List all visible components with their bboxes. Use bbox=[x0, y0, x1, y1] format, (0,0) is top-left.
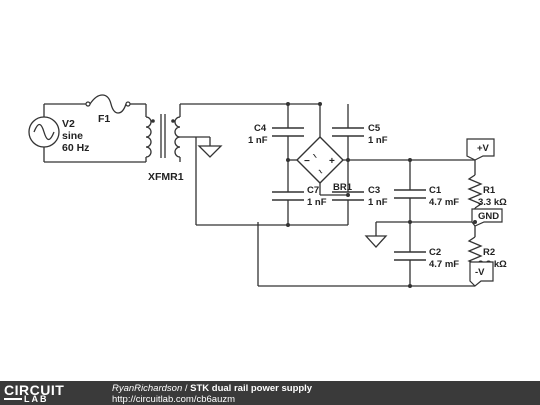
c4-value-label: 1 nF bbox=[248, 135, 268, 146]
c5-ref-label: C5 bbox=[368, 123, 381, 134]
c1-value-label: 4.7 mF bbox=[429, 197, 459, 208]
xfmr1-transformer[interactable] bbox=[145, 104, 181, 162]
ground-symbol bbox=[197, 145, 223, 158]
circuit-url-link[interactable]: http://circuitlab.com/cb6auzm bbox=[112, 394, 236, 405]
v2-ref-label: V2 bbox=[62, 118, 75, 130]
junction-dots bbox=[286, 102, 477, 288]
port-vminus-label: -V bbox=[475, 267, 485, 278]
footer-bar: CIRCUIT LAB RyanRichardson / STK dual ra… bbox=[0, 381, 540, 405]
ground-symbol bbox=[364, 235, 388, 248]
c7-value-label: 1 nF bbox=[307, 197, 327, 208]
v2-type-label: sine bbox=[62, 130, 83, 142]
logo-wire-mark bbox=[4, 398, 22, 400]
c4-capacitor[interactable] bbox=[272, 127, 304, 137]
c2-value-label: 4.7 mF bbox=[429, 259, 459, 270]
r2-ref-label: R2 bbox=[483, 247, 495, 258]
c3-ref-label: C3 bbox=[368, 185, 380, 196]
f1-fuse[interactable] bbox=[85, 94, 131, 114]
footer-separator: / bbox=[182, 383, 191, 394]
port-vplus-label: +V bbox=[477, 143, 490, 154]
footer-credit-line: RyanRichardson / STK dual rail power sup… bbox=[112, 383, 312, 394]
port-vminus[interactable]: -V bbox=[469, 261, 494, 287]
c1-ref-label: C1 bbox=[429, 185, 442, 196]
bridge-minus-mark: − bbox=[304, 156, 310, 167]
c3-value-label: 1 nF bbox=[368, 197, 388, 208]
author-link[interactable]: RyanRichardson bbox=[112, 383, 183, 394]
c4-ref-label: C4 bbox=[254, 123, 267, 134]
circuit-schematic: V2 sine 60 Hz F1 XFMR1 C4 bbox=[28, 94, 507, 288]
c2-ref-label: C2 bbox=[429, 247, 441, 258]
v2-freq-label: 60 Hz bbox=[62, 142, 89, 154]
c1-capacitor[interactable] bbox=[394, 189, 426, 199]
bridge-ac-left-mark: ~ bbox=[309, 150, 320, 161]
br1-ref-label: BR1 bbox=[333, 182, 353, 193]
xfmr1-ref-label: XFMR1 bbox=[148, 171, 184, 183]
r1-resistor[interactable] bbox=[467, 174, 483, 209]
bridge-plus-mark: + bbox=[329, 156, 335, 167]
port-gnd[interactable]: GND bbox=[471, 208, 503, 227]
c7-ref-label: C7 bbox=[307, 185, 319, 196]
f1-ref-label: F1 bbox=[98, 113, 110, 125]
port-vplus[interactable]: +V bbox=[466, 138, 495, 161]
circuit-title[interactable]: STK dual rail power supply bbox=[190, 383, 313, 394]
c5-capacitor[interactable] bbox=[332, 127, 364, 137]
logo-text-top: CIRCUIT bbox=[4, 382, 65, 398]
v2-source[interactable] bbox=[28, 104, 60, 162]
port-gnd-label: GND bbox=[478, 211, 499, 222]
br1-bridge-rectifier[interactable] bbox=[296, 136, 344, 184]
c7-capacitor[interactable] bbox=[272, 191, 304, 201]
circuitlab-logo[interactable]: CIRCUIT LAB bbox=[4, 382, 96, 404]
r1-value-label: 3.3 kΩ bbox=[478, 197, 507, 208]
c2-capacitor[interactable] bbox=[394, 251, 426, 261]
r1-ref-label: R1 bbox=[483, 185, 496, 196]
bridge-ac-right-mark: ~ bbox=[315, 166, 326, 177]
logo-text-bottom: LAB bbox=[24, 394, 49, 404]
c5-value-label: 1 nF bbox=[368, 135, 388, 146]
